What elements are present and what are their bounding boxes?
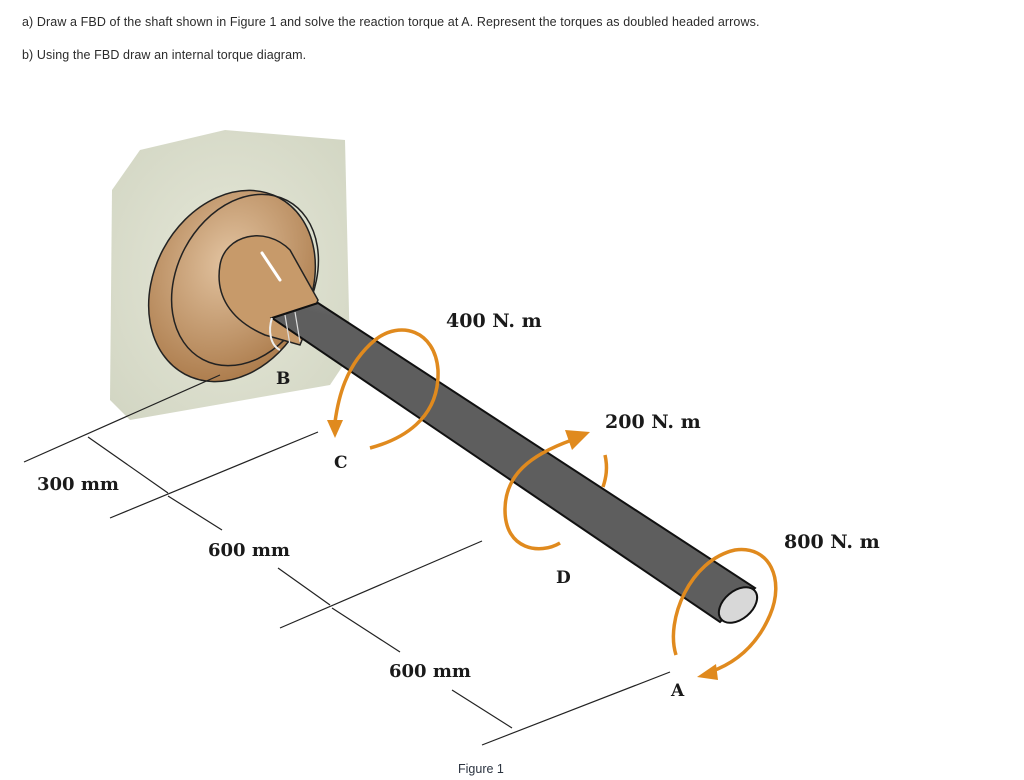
point-label-c: C [334, 453, 348, 473]
torque-arrow-d [503, 430, 609, 551]
dimension-label-da: 600 mm [389, 661, 471, 682]
fixed-support-flange [147, 189, 320, 383]
point-label-d: D [556, 568, 571, 588]
dimension-label-cd: 600 mm [208, 540, 290, 561]
torque-arrow-a [671, 547, 778, 680]
torque-label-a: 800 N. m [784, 531, 880, 553]
torque-arrow-c [327, 328, 440, 450]
dimension-lines [23, 374, 671, 746]
question-b: b) Using the FBD draw an internal torque… [22, 48, 307, 62]
torque-label-d: 200 N. m [605, 411, 701, 433]
figure-caption: Figure 1 [458, 762, 504, 776]
dimension-label-bc: 300 mm [37, 474, 119, 495]
question-a: a) Draw a FBD of the shaft shown in Figu… [22, 15, 760, 29]
point-label-b: B [276, 369, 290, 389]
shaft [269, 301, 759, 624]
point-label-a: A [670, 681, 685, 701]
torque-label-c: 400 N. m [446, 310, 542, 332]
